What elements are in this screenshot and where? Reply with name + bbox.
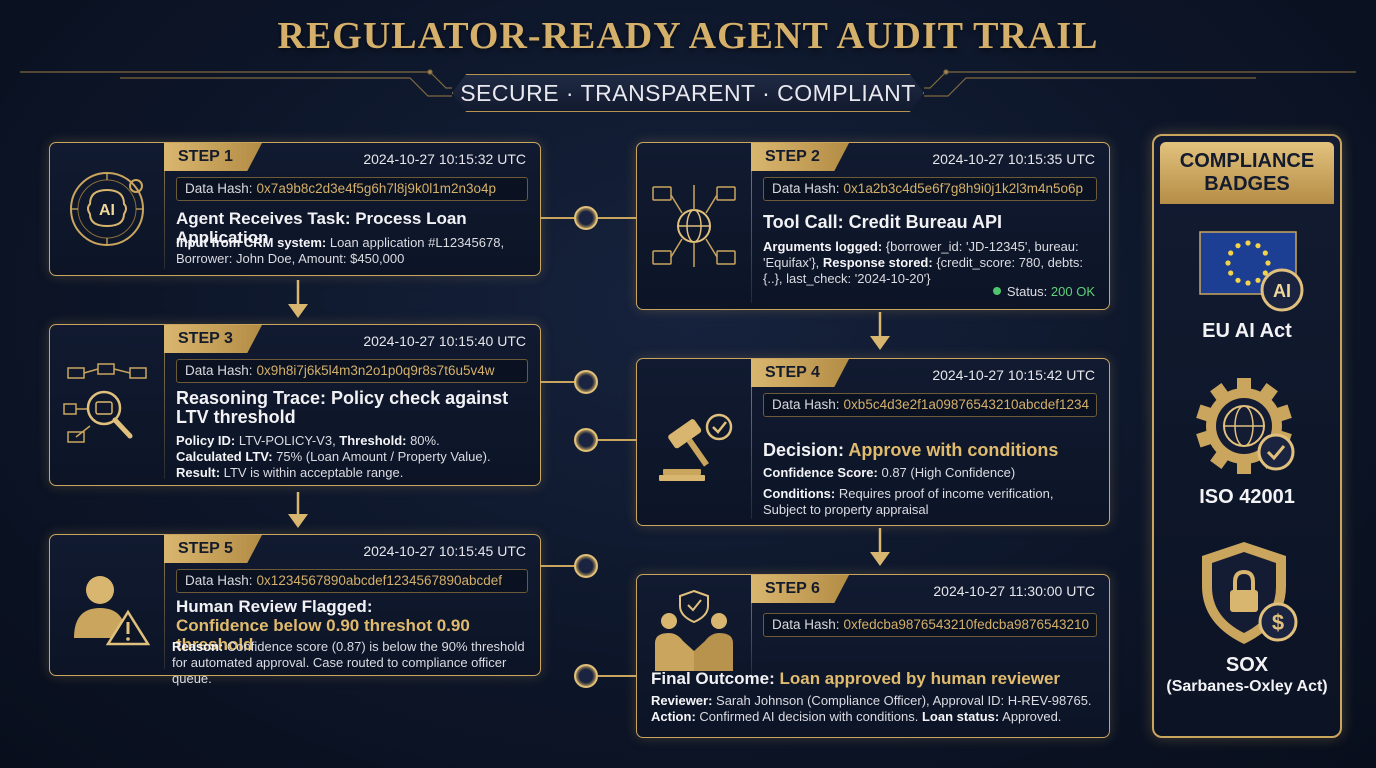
step-badge: STEP 3 <box>164 325 262 353</box>
step-title: Human Review Flagged: Confidence below 0… <box>176 597 530 654</box>
step-4-card: STEP 4 2024-10-27 10:15:42 UTC Data Hash… <box>636 358 1110 526</box>
step-badge: STEP 2 <box>751 143 849 171</box>
handshake-shield-icon <box>637 575 751 685</box>
step-timestamp: 2024-10-27 10:15:32 UTC <box>363 151 526 167</box>
step-body: Input from CRM system: Loan application … <box>176 235 505 266</box>
step-body: Confidence Score: 0.87 (High Confidence)… <box>763 465 1054 517</box>
data-hash-box: Data Hash:0xb5c4d3e2f1a09876543210abcdef… <box>763 393 1097 417</box>
data-hash-box: Data Hash:0x9h8i7j6k5l4m3n2o1p0q9r8s7t6u… <box>176 359 528 383</box>
step-badge: STEP 5 <box>164 535 262 563</box>
step-timestamp: 2024-10-27 10:15:35 UTC <box>932 151 1095 167</box>
step-body: Policy ID: LTV-POLICY-V3, Threshold: 80%… <box>176 433 491 480</box>
svg-text:AI: AI <box>99 202 115 219</box>
step-badge: STEP 6 <box>751 575 849 603</box>
circuit-decoration <box>20 69 1356 97</box>
threshold-warning: Confidence below 0.90 threshot 0.90 thre… <box>176 616 470 654</box>
timeline-node <box>574 554 598 578</box>
hash-value: 0x1234567890abcdef1234567890abcdef <box>256 573 503 588</box>
hash-value: 0xfedcba9876543210fedcba9876543210 <box>843 617 1090 632</box>
step-title: Tool Call: Credit Bureau API <box>763 212 1003 232</box>
status-indicator: Status: 200 OK <box>992 284 1095 299</box>
step-5-card: STEP 5 2024-10-27 10:15:45 UTC Data Hash… <box>49 534 541 686</box>
compliance-badges-panel: COMPLIANCE BADGES AI EU AI Act ISO 42001 <box>1152 134 1342 738</box>
hash-value: 0x9h8i7j6k5l4m3n2o1p0q9r8s7t6u5v4w <box>256 363 495 378</box>
shield-lock-dollar-icon: $ <box>1194 538 1304 655</box>
step-1-card: AI STEP 1 2024-10-27 10:15:32 UTC Data H… <box>49 142 541 276</box>
reasoning-flow-icon <box>50 325 164 485</box>
data-hash-box: Data Hash:0xfedcba9876543210fedcba987654… <box>763 613 1097 637</box>
timeline-node <box>574 370 598 394</box>
network-globe-icon <box>637 143 751 309</box>
page-title: REGULATOR-READY AGENT AUDIT TRAIL <box>277 15 1099 57</box>
subtitle-banner: SECURE · TRANSPARENT · COMPLIANT <box>452 74 924 112</box>
hash-value: 0x7a9b8c2d3e4f5g6h7l8j9k0l1m2n3o4p <box>256 181 497 196</box>
data-hash-box: Data Hash:0x1234567890abcdef1234567890ab… <box>176 569 528 593</box>
gavel-check-icon <box>637 359 751 525</box>
step-timestamp: 2024-10-27 10:15:42 UTC <box>932 367 1095 383</box>
step-body: Arguments logged: {borrower_id: 'JD-1234… <box>763 239 1084 286</box>
badge-sox: SOX (Sarbanes-Oxley Act) <box>1166 654 1328 695</box>
data-hash-box: Data Hash:0x7a9b8c2d3e4f5g6h7l8j9k0l1m2n… <box>176 177 528 201</box>
step-title: Agent Receives Task: Process Loan Applic… <box>176 209 467 247</box>
hash-value: 0xb5c4d3e2f1a09876543210abcdef1234 <box>843 397 1090 412</box>
user-warning-icon <box>50 535 164 675</box>
gear-globe-check-icon <box>1194 376 1304 481</box>
step-timestamp: 2024-10-27 11:30:00 UTC <box>933 583 1095 599</box>
timeline-node <box>574 664 598 688</box>
step-title: Final Outcome: Loan approved by human re… <box>651 669 1061 688</box>
step-title: Reasoning Trace: Policy check against LT… <box>176 388 509 427</box>
ai-brain-icon: AI <box>50 143 164 275</box>
step-badge: STEP 1 <box>164 143 262 171</box>
step-body: Reason: Confidence score (0.87) is below… <box>172 639 525 686</box>
step-2-card: STEP 2 2024-10-27 10:15:35 UTC Data Hash… <box>636 142 1110 310</box>
step-3-card: STEP 3 2024-10-27 10:15:40 UTC Data Hash… <box>49 324 541 486</box>
step-timestamp: 2024-10-27 10:15:40 UTC <box>363 333 526 349</box>
step-6-card: STEP 6 2024-10-27 11:30:00 UTC Data Hash… <box>636 574 1110 738</box>
svg-text:AI: AI <box>1273 281 1291 301</box>
status-dot-icon <box>992 287 1001 295</box>
timeline-nodes <box>574 206 598 688</box>
timeline-node <box>574 206 598 230</box>
badge-iso-42001: ISO 42001 <box>1199 486 1295 508</box>
step-body: Reviewer: Sarah Johnson (Compliance Offi… <box>651 693 1092 724</box>
step-badge: STEP 4 <box>751 359 849 387</box>
data-hash-box: Data Hash:0x1a2b3c4d5e6f7g8h9i0j1k2l3m4n… <box>763 177 1097 201</box>
svg-text:$: $ <box>1272 610 1284 635</box>
step-timestamp: 2024-10-27 10:15:45 UTC <box>363 543 526 559</box>
badges-header: COMPLIANCE BADGES <box>1160 142 1334 204</box>
eu-flag-ai-icon: AI <box>1194 228 1304 319</box>
step-title: Decision: Approve with conditions <box>763 440 1059 460</box>
badge-eu-ai-act: EU AI Act <box>1202 320 1292 342</box>
hash-value: 0x1a2b3c4d5e6f7g8h9i0j1k2l3m4n5o6p <box>843 181 1084 196</box>
timeline-node <box>574 428 598 452</box>
